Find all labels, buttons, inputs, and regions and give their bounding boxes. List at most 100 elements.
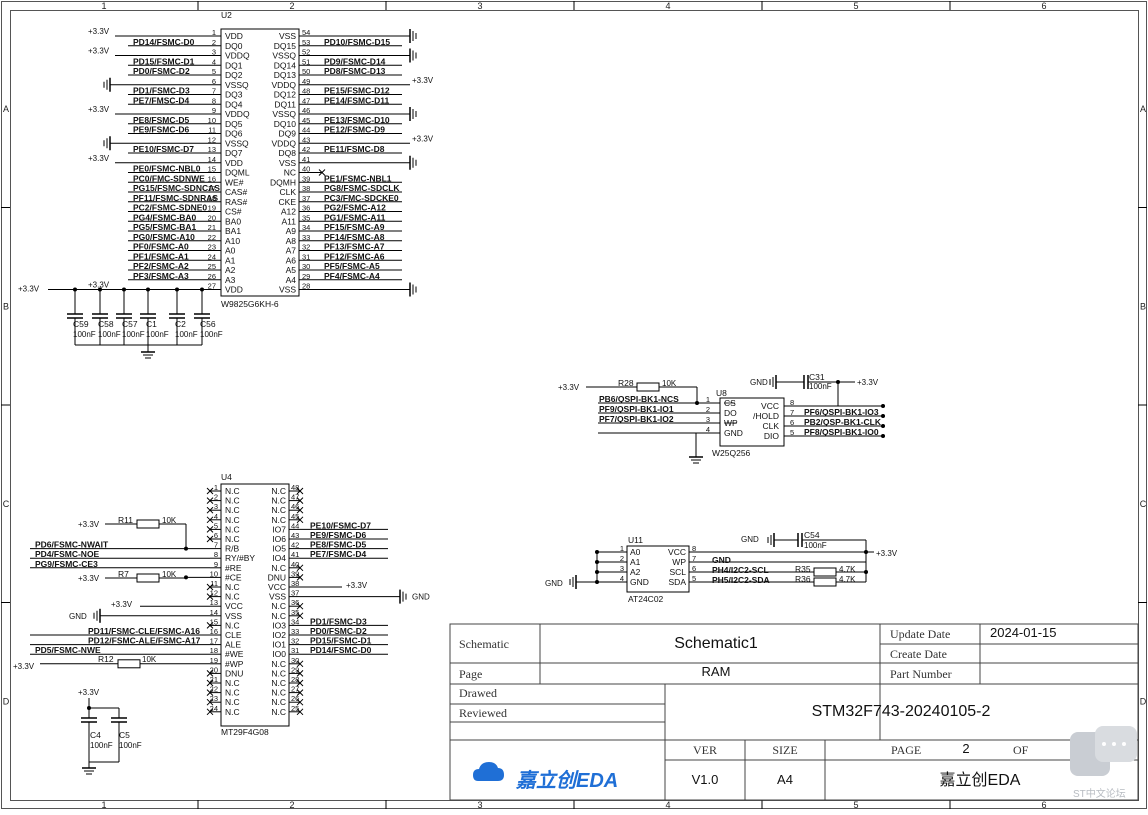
ground-icon xyxy=(569,575,577,589)
r11-supply-label: +3.3V xyxy=(78,520,100,529)
frame-col-label: 3 xyxy=(477,800,482,810)
u4-pin-number: 31 xyxy=(291,646,299,655)
no-connect-icon xyxy=(206,526,214,533)
junction-dot xyxy=(184,575,188,580)
cap-ref: C59 xyxy=(73,319,89,329)
u4-pin-number: 21 xyxy=(210,675,218,684)
r35-value: 4.7K xyxy=(839,565,856,574)
u2-pin-number: 12 xyxy=(208,135,216,144)
u2-pin-number: 50 xyxy=(302,67,310,76)
u2-net-label: PE10/FSMC-D7 xyxy=(133,144,194,154)
c4c5-supply-label: +3.3V xyxy=(78,688,100,697)
u4-pin-name: N.C xyxy=(225,534,240,544)
u2-pin-number: 19 xyxy=(208,204,216,213)
no-connect-icon xyxy=(296,612,304,620)
tb-drawed-label: Drawed xyxy=(459,686,497,700)
u4-supply-label: +3.3V xyxy=(111,600,133,609)
ground-icon xyxy=(141,351,155,359)
r11-body xyxy=(136,519,160,529)
u4-pin-name: VCC xyxy=(225,601,243,611)
forum-watermark: ST中文论坛 xyxy=(1070,726,1137,800)
no-connect-icon xyxy=(206,497,214,504)
u2-pin-number: 33 xyxy=(302,233,310,242)
no-connect-icon xyxy=(296,487,304,495)
tb-reviewed-label: Reviewed xyxy=(459,706,507,720)
u11-pin-name: A0 xyxy=(630,547,641,557)
junction-dot xyxy=(881,434,885,438)
u2-pin-number: 4 xyxy=(212,57,216,66)
c31-value: 100nF xyxy=(809,382,832,391)
u4-pin-number: 11 xyxy=(210,579,218,588)
u2-pin-number: 51 xyxy=(302,57,310,66)
u4-pin-name: N.C xyxy=(225,620,240,630)
frame-col-label: 5 xyxy=(853,1,858,11)
u2-net-label: PE9/FSMC-D6 xyxy=(133,125,189,135)
u11-pin-number: 1 xyxy=(620,544,624,553)
no-connect-icon xyxy=(296,516,304,524)
cloud-icon xyxy=(473,762,504,781)
u8-pin-name: VCC xyxy=(761,401,779,411)
u2-pin-name: DQMH xyxy=(270,177,296,187)
u2-pin-name: DQ2 xyxy=(225,70,243,80)
c54-gnd-label: GND xyxy=(741,535,759,544)
u8-pin-number: 2 xyxy=(706,405,710,414)
frame-col-label: 1 xyxy=(101,1,106,11)
u2-pin-name: VSSQ xyxy=(225,80,249,90)
ground-icon xyxy=(769,375,777,389)
r11-value: 10K xyxy=(162,516,177,525)
u11-pin-number: 5 xyxy=(692,574,696,583)
u2-net-label: PG1/FSMC-A11 xyxy=(324,212,386,222)
u4-pin-name: IO4 xyxy=(272,553,286,563)
u4-pin-number: 30 xyxy=(291,656,299,665)
r28-supply-label: +3.3V xyxy=(558,383,580,392)
u2-pin-number: 26 xyxy=(208,272,216,281)
u2-net-label: PE14/FSMC-D11 xyxy=(324,95,389,105)
u2-pin-name: A1 xyxy=(225,255,236,265)
u2-pin-name: WE# xyxy=(225,177,244,187)
no-connect-icon xyxy=(206,593,214,600)
u2-pin-number: 18 xyxy=(208,194,216,203)
junction-dot xyxy=(864,550,868,554)
no-connect-icon xyxy=(296,506,304,514)
u2-pin-name: BA0 xyxy=(225,216,241,226)
ground-icon xyxy=(399,589,407,604)
u4-net-label: PD6/FSMC-NWAIT xyxy=(35,540,109,550)
u2-net-label: PF11/FSMC-SDNRAS xyxy=(133,193,218,203)
u2-pin-number: 44 xyxy=(302,126,310,135)
u8-ref: U8 xyxy=(716,388,727,398)
u8-pin-number: 7 xyxy=(790,408,794,417)
u2-pin-name: DQ3 xyxy=(225,90,243,100)
u4-pin-name: IO0 xyxy=(272,649,286,659)
u4-net-label: PE10/FSMC-D7 xyxy=(310,520,371,530)
no-connect-icon xyxy=(296,602,304,610)
u11-pin-name: SCL xyxy=(669,567,686,577)
u2-pin-name: CLK xyxy=(279,187,296,197)
u8-pin-name: /HOLD xyxy=(753,411,779,421)
r36-body xyxy=(813,577,837,587)
u4-pin-number: 23 xyxy=(210,694,218,703)
u8-pin-name: DO xyxy=(724,408,737,418)
u4-pin-name: N.C xyxy=(225,486,240,496)
cap-value: 100nF xyxy=(175,330,198,339)
u2-pin-number: 53 xyxy=(302,38,310,47)
u2-net-label: PF4/FSMC-A4 xyxy=(324,271,380,281)
u2-pin-name: VSS xyxy=(279,31,296,41)
no-connect-icon xyxy=(206,516,214,524)
no-connect-icon xyxy=(206,535,214,543)
u8-pin-number: 4 xyxy=(706,425,710,434)
r12-ref: R12 xyxy=(98,654,114,664)
u4-part: MT29F4G08 xyxy=(221,727,269,737)
u2-pin-name: A0 xyxy=(225,246,236,256)
u4-pin-name: N.C xyxy=(225,592,240,602)
u2-net-label: PE15/FSMC-D12 xyxy=(324,86,390,96)
no-connect-icon xyxy=(206,583,214,591)
u11-pin-number: 2 xyxy=(620,554,624,563)
u2-pin-number: 42 xyxy=(302,145,310,154)
frame-row-label: C xyxy=(3,499,10,509)
tb-size-value: A4 xyxy=(777,772,793,787)
u2-net-label: PC0/FMC-SDNWE xyxy=(133,173,205,183)
tb-project: STM32F743-20240105-2 xyxy=(812,703,991,720)
